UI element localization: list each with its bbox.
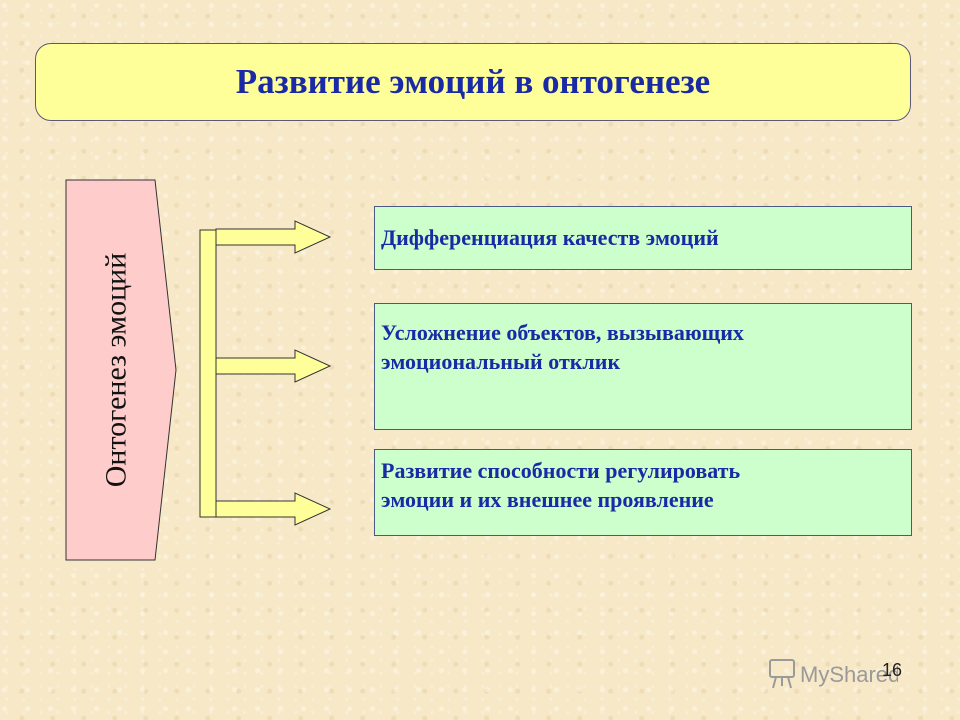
- item-2-line-2: эмоциональный отклик: [381, 349, 621, 374]
- arrow-to-item-2: [215, 349, 332, 383]
- presentation-board-icon: [769, 659, 795, 689]
- item-1-line-1: Дифференциация качеств эмоций: [381, 225, 719, 250]
- item-box-1: Дифференциация качеств эмоций: [374, 206, 912, 270]
- item-box-2: Усложнение объектов, вызывающих эмоциона…: [374, 303, 912, 430]
- item-3-line-2: эмоции и их внешнее проявление: [381, 487, 714, 512]
- watermark-text: MyShared: [800, 662, 898, 687]
- side-pentagon-arrow: [65, 179, 177, 561]
- title-box: Развитие эмоций в онтогенезе: [35, 43, 911, 121]
- slide-title: Развитие эмоций в онтогенезе: [235, 62, 711, 101]
- arrow-to-item-1: [215, 220, 332, 254]
- watermark-logo: MyShared: [769, 659, 898, 689]
- item-3-line-1: Развитие способности регулировать: [381, 458, 741, 483]
- arrow-to-item-3: [215, 492, 332, 526]
- page-number: 16: [882, 660, 903, 680]
- item-2-line-1: Усложнение объектов, вызывающих: [381, 320, 744, 345]
- vertical-connector-bar: [199, 229, 217, 518]
- item-box-3: Развитие способности регулировать эмоции…: [374, 449, 912, 536]
